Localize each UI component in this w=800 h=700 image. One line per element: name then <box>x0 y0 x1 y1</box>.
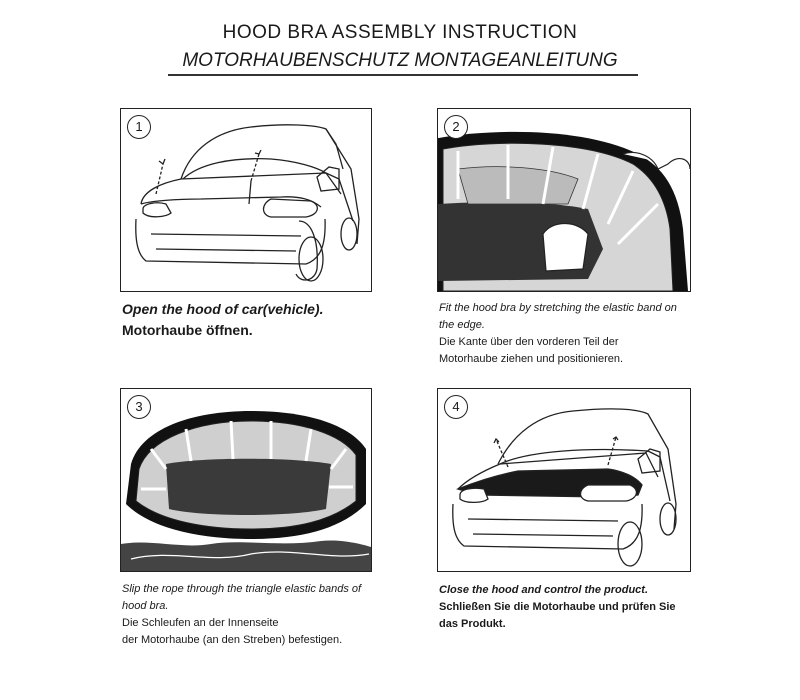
title-underline <box>168 74 638 76</box>
step-4-caption-en: Close the hood and control the product. <box>439 584 648 596</box>
step-3-caption-en-line1: Slip the rope through the triangle elast… <box>122 583 362 595</box>
step-2-caption-de-line1: Die Kante über den vorderen Teil der <box>439 336 619 348</box>
step-4-caption: Close the hood and control the product. … <box>439 582 676 633</box>
title-english: HOOD BRA ASSEMBLY INSTRUCTION <box>222 22 578 43</box>
step-4-caption-de-line2: das Produkt. <box>439 618 506 630</box>
step-3-caption-de-line1: Die Schleufen an der Innenseite <box>122 617 279 629</box>
step-3-number: 3 <box>127 395 151 419</box>
step-1-panel: 1 <box>120 108 372 292</box>
step-1-caption: Open the hood of car(vehicle). Motorhaub… <box>122 299 323 341</box>
step-2-number: 2 <box>444 115 468 139</box>
step-4-number: 4 <box>444 395 468 419</box>
title-german: MOTORHAUBENSCHUTZ MONTAGEANLEITUNG <box>182 50 618 71</box>
step-1-number: 1 <box>127 115 151 139</box>
step-1-caption-en: Open the hood of car(vehicle). <box>122 301 324 317</box>
step-3-caption: Slip the rope through the triangle elast… <box>122 581 361 649</box>
step-2-caption-en-line1: Fit the hood bra by stretching the elast… <box>439 302 677 314</box>
car-closed-hood-illustration <box>452 408 677 567</box>
attach-rope-illustration <box>121 411 371 571</box>
step-3-caption-de-line2: der Motorhaube (an den Streben) befestig… <box>122 634 343 646</box>
step-3-panel: 3 <box>120 388 372 572</box>
step-3-caption-en-line2: hood bra. <box>122 600 169 612</box>
stretch-hood-bra-illustration <box>438 131 690 291</box>
step-2-panel: 2 <box>437 108 691 292</box>
step-2-caption-en-line2: the edge. <box>439 319 485 331</box>
step-1-caption-de: Motorhaube öffnen. <box>122 322 253 338</box>
step-4-caption-de-line1: Schließen Sie die Motorhaube und prüfen … <box>439 601 676 613</box>
step-2-caption: Fit the hood bra by stretching the elast… <box>439 300 677 368</box>
step-4-panel: 4 <box>437 388 691 572</box>
step-2-caption-de-line2: Motorhaube ziehen und positionieren. <box>439 353 624 365</box>
car-open-hood-illustration <box>135 124 360 282</box>
